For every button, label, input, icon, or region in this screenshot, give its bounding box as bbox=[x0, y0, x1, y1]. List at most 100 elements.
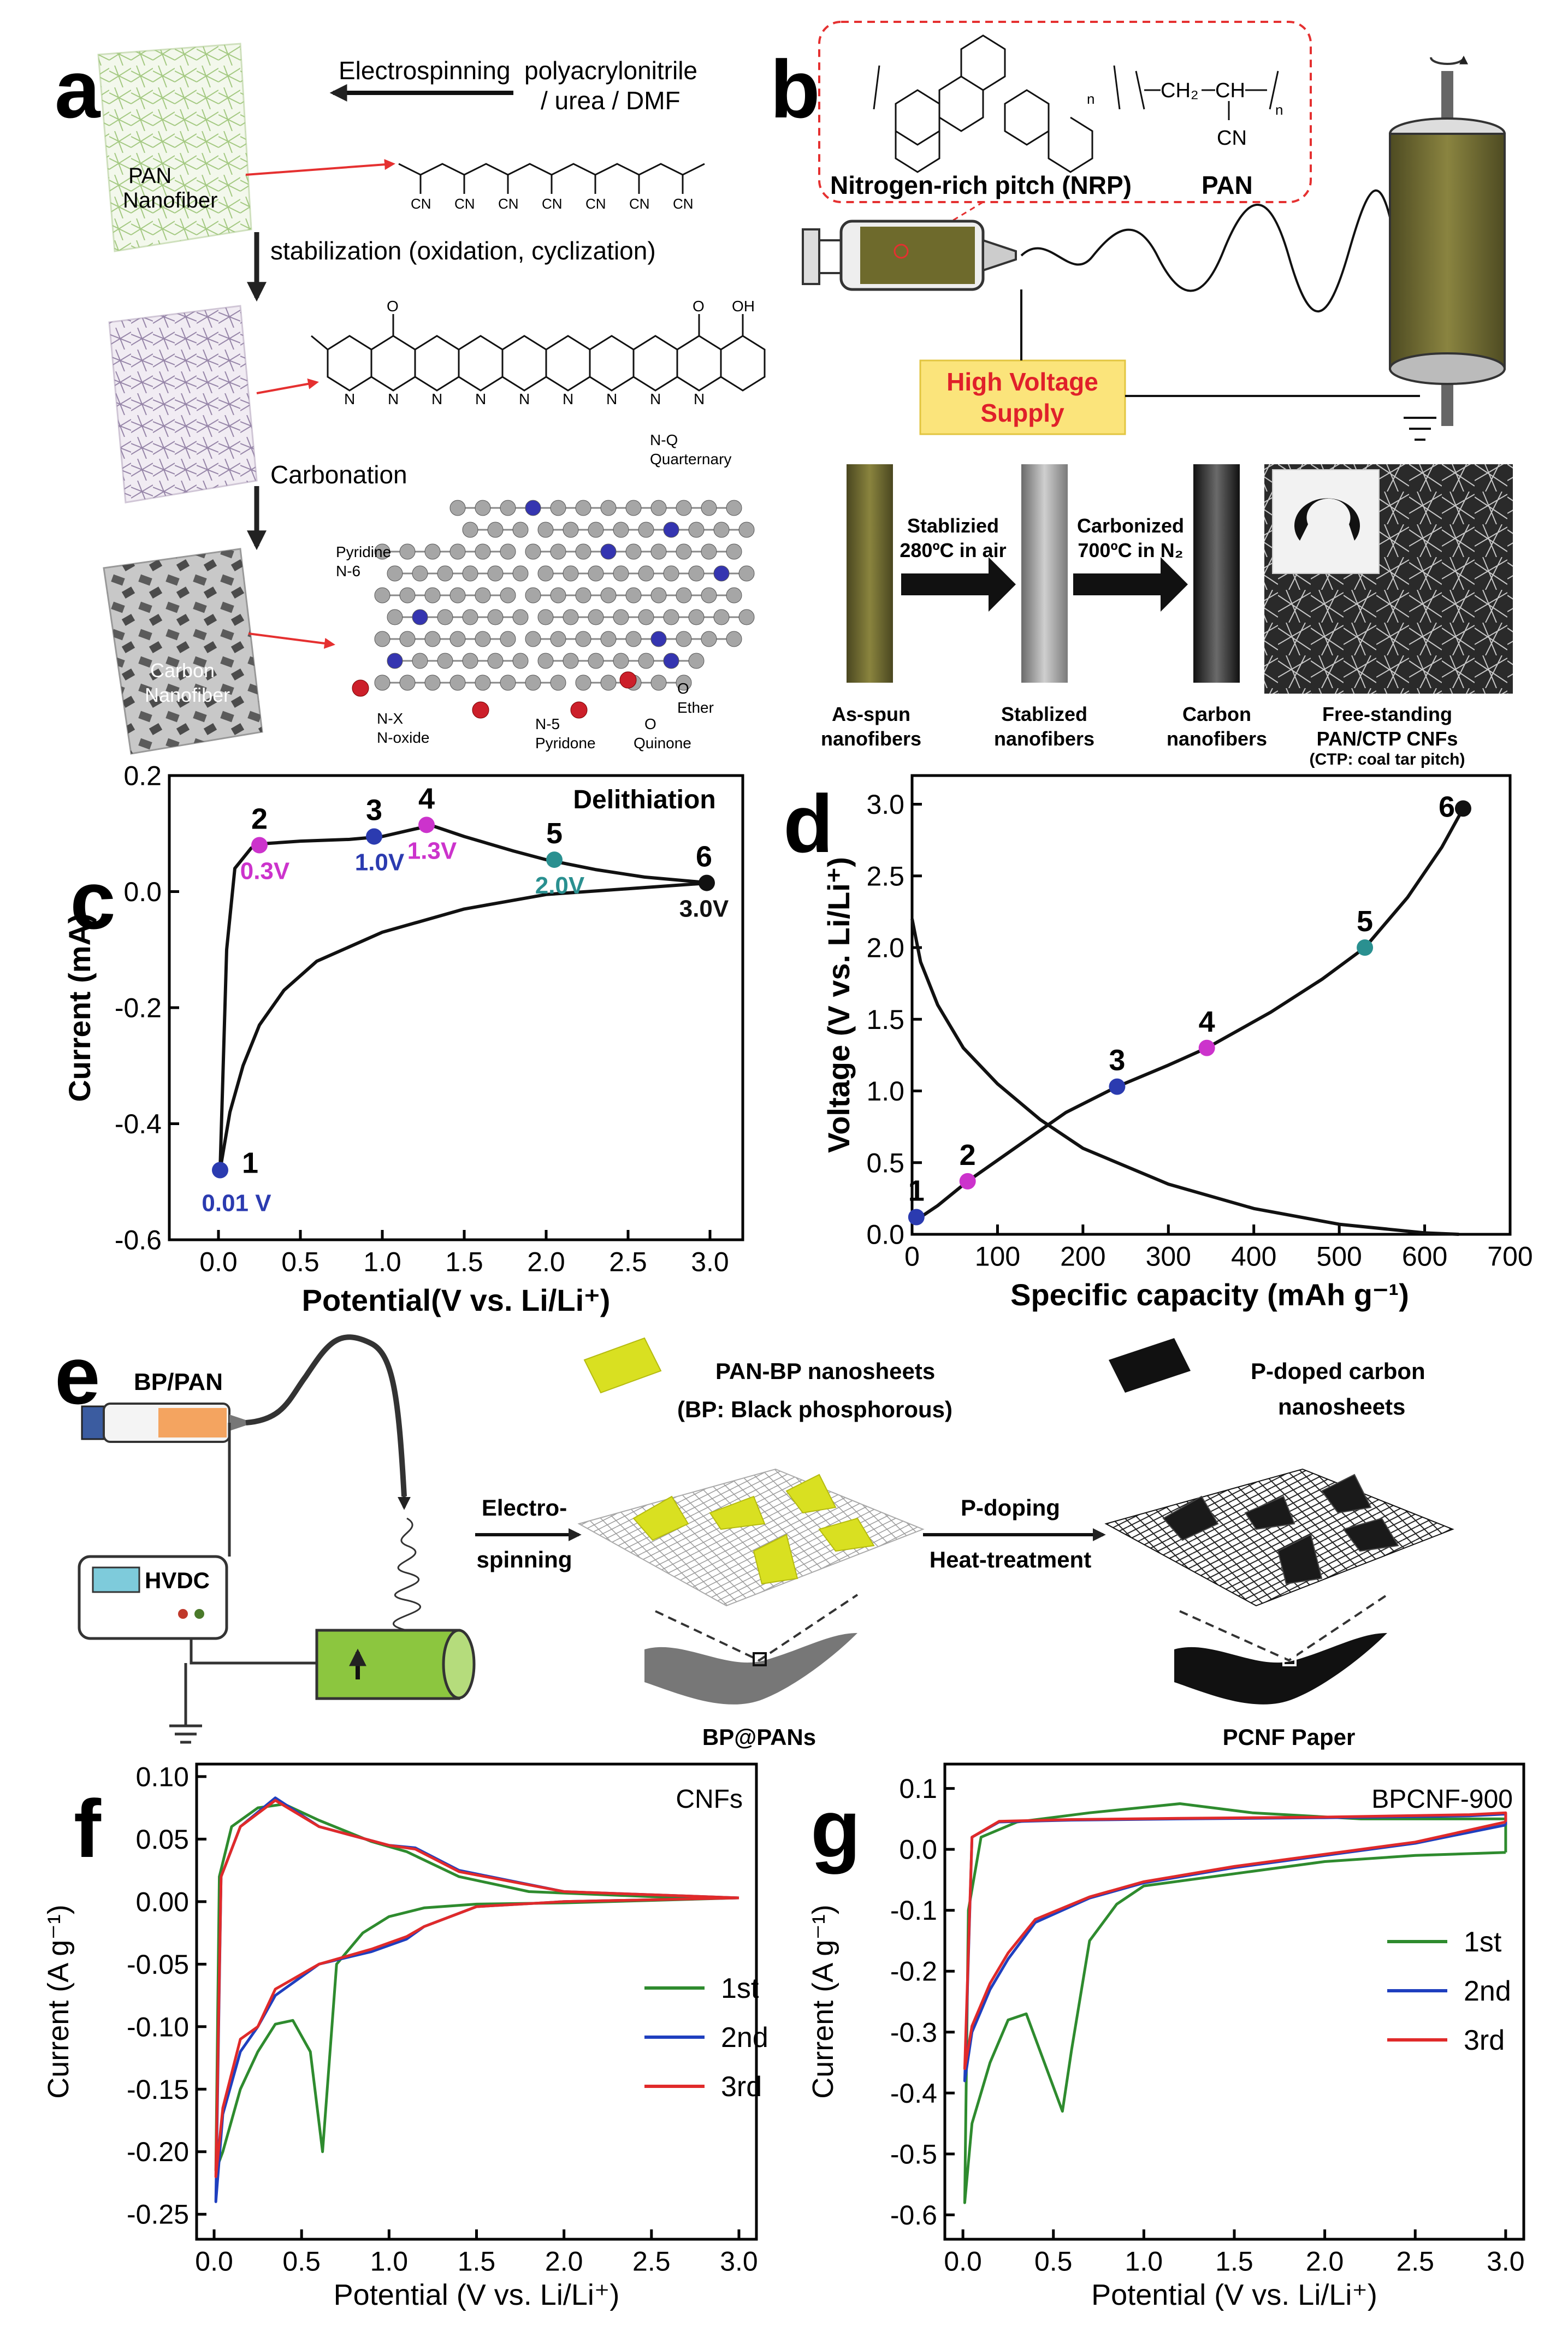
nitrogen-atom bbox=[412, 609, 428, 625]
precursor-label-2: / urea / DMF bbox=[541, 86, 681, 115]
carbon-atom bbox=[475, 587, 491, 604]
state-voltage: 0.3V bbox=[240, 858, 290, 885]
pdoped-label-2: nanosheets bbox=[1278, 1394, 1405, 1419]
n-label: N bbox=[694, 391, 705, 407]
pdoped-label-1: P-doped carbon bbox=[1251, 1358, 1425, 1384]
x-tick-label: 3.0 bbox=[720, 2246, 758, 2277]
y-tick-label: 1.0 bbox=[866, 1076, 904, 1107]
state-point bbox=[418, 817, 435, 833]
o-label: O bbox=[644, 715, 656, 732]
upper-branch bbox=[218, 824, 711, 1170]
state-number: 2 bbox=[960, 1139, 976, 1172]
state-point bbox=[546, 851, 563, 868]
state-point bbox=[908, 1209, 925, 1226]
carbon-atom bbox=[537, 565, 554, 582]
carbon-atom bbox=[600, 675, 617, 691]
electro-label-1: Electro- bbox=[482, 1495, 567, 1520]
carbon-atom bbox=[663, 565, 679, 582]
free-label-1: Free-standing bbox=[1322, 703, 1452, 725]
legend-label: 1st bbox=[1464, 1926, 1502, 1958]
state-voltage: 1.0V bbox=[355, 849, 405, 876]
ether-label: Ether bbox=[677, 699, 714, 716]
y-tick-label: 0.2 bbox=[123, 761, 162, 791]
panel-letter-c: c bbox=[70, 854, 115, 946]
carbon-atom bbox=[588, 522, 604, 538]
x-tick-label: 1.0 bbox=[370, 2246, 409, 2277]
legend-label: 3rd bbox=[1464, 2025, 1505, 2056]
legend-label: 3rd bbox=[721, 2071, 762, 2103]
carbon-atom bbox=[537, 653, 554, 669]
e-drum bbox=[315, 1629, 476, 1700]
n-doped-graphene-lattice bbox=[352, 500, 755, 719]
n-label: N bbox=[388, 391, 399, 407]
cn-label: CN bbox=[411, 196, 431, 212]
cn-label: CN bbox=[673, 196, 694, 212]
carbon-atom bbox=[462, 522, 478, 538]
asspun-label-1: As-spun bbox=[832, 703, 910, 725]
n-label: N bbox=[475, 391, 486, 407]
bp-sheets bbox=[632, 1474, 875, 1585]
oh-label: OH bbox=[732, 298, 755, 315]
x-tick-label: 2.0 bbox=[527, 1247, 565, 1277]
carbon-atom bbox=[399, 631, 416, 647]
state-point bbox=[959, 1173, 976, 1190]
panel-e: e BP/PAN HVDC Electro- spinn bbox=[55, 1329, 1454, 1750]
legend-label: 2nd bbox=[721, 2022, 768, 2054]
carbon-atom bbox=[462, 653, 478, 669]
carbon-atom bbox=[424, 631, 441, 647]
state-point bbox=[1454, 800, 1471, 817]
carbon-atom bbox=[613, 565, 629, 582]
stabilize-arrow bbox=[901, 557, 1016, 612]
panel-letter-b: b bbox=[770, 43, 820, 135]
state-point bbox=[251, 837, 268, 854]
nitrogen-atom bbox=[525, 500, 541, 516]
state-voltage: 2.0V bbox=[535, 872, 585, 899]
carbon-label-2: nanofibers bbox=[1167, 727, 1267, 750]
stabilized-zoom-arrow bbox=[256, 378, 319, 394]
panel-letter-d: d bbox=[783, 778, 833, 869]
y-axis-label: Voltage (V vs. Li/Li⁺) bbox=[821, 857, 856, 1153]
y-tick-label: 2.5 bbox=[866, 861, 904, 891]
e-tube bbox=[245, 1334, 407, 1497]
cv-series-3 bbox=[214, 1798, 739, 2178]
carbon-atom bbox=[462, 565, 478, 582]
oxygen-atom bbox=[570, 701, 588, 719]
bp-pan-film bbox=[644, 1633, 857, 1705]
state-number: 4 bbox=[1199, 1005, 1215, 1038]
o-label: O bbox=[677, 680, 689, 697]
collector-drum bbox=[1389, 55, 1506, 426]
carbon-atom bbox=[676, 500, 692, 516]
carbon-atom bbox=[475, 500, 491, 516]
carbon-atom bbox=[701, 543, 717, 560]
carbon-atom bbox=[537, 522, 554, 538]
o-label: O bbox=[693, 298, 705, 315]
n-label: N bbox=[650, 391, 661, 407]
carbon-atom bbox=[437, 609, 453, 625]
carbon-atom bbox=[650, 675, 667, 691]
pan-nanofiber-label-2: Nanofiber bbox=[123, 188, 217, 212]
carbon-atom bbox=[676, 543, 692, 560]
carbon-atom bbox=[525, 543, 541, 560]
plot-frame bbox=[195, 1762, 758, 2241]
cn-label: CN bbox=[585, 196, 606, 212]
stab-label-2: nanofibers bbox=[994, 727, 1094, 750]
bp-pan-label: BP/PAN bbox=[134, 1369, 223, 1395]
carbon-atom bbox=[625, 500, 642, 516]
state-point bbox=[1109, 1078, 1126, 1095]
free-label-3: (CTP: coal tar pitch) bbox=[1309, 750, 1465, 768]
step2-label-2: 700ºC in N₂ bbox=[1078, 539, 1183, 561]
y-tick-label: 0.05 bbox=[136, 1824, 189, 1855]
ladder-structure bbox=[311, 314, 766, 392]
carbon-zoom-arrow bbox=[248, 632, 335, 649]
y-tick-label: 0.10 bbox=[136, 1761, 189, 1792]
carbon-nanofiber-label-1: Carbon bbox=[150, 659, 215, 682]
carbon-atom bbox=[613, 522, 629, 538]
chart-title: BPCNF-900 bbox=[1371, 1785, 1513, 1814]
carbon-atom bbox=[650, 587, 667, 604]
y-tick-label: -0.10 bbox=[127, 2011, 189, 2042]
x-tick-label: 2.5 bbox=[632, 2246, 671, 2277]
x-tick-label: 200 bbox=[1060, 1241, 1105, 1272]
panel-letter-g: g bbox=[810, 1783, 861, 1874]
carbon-atom bbox=[550, 587, 566, 604]
